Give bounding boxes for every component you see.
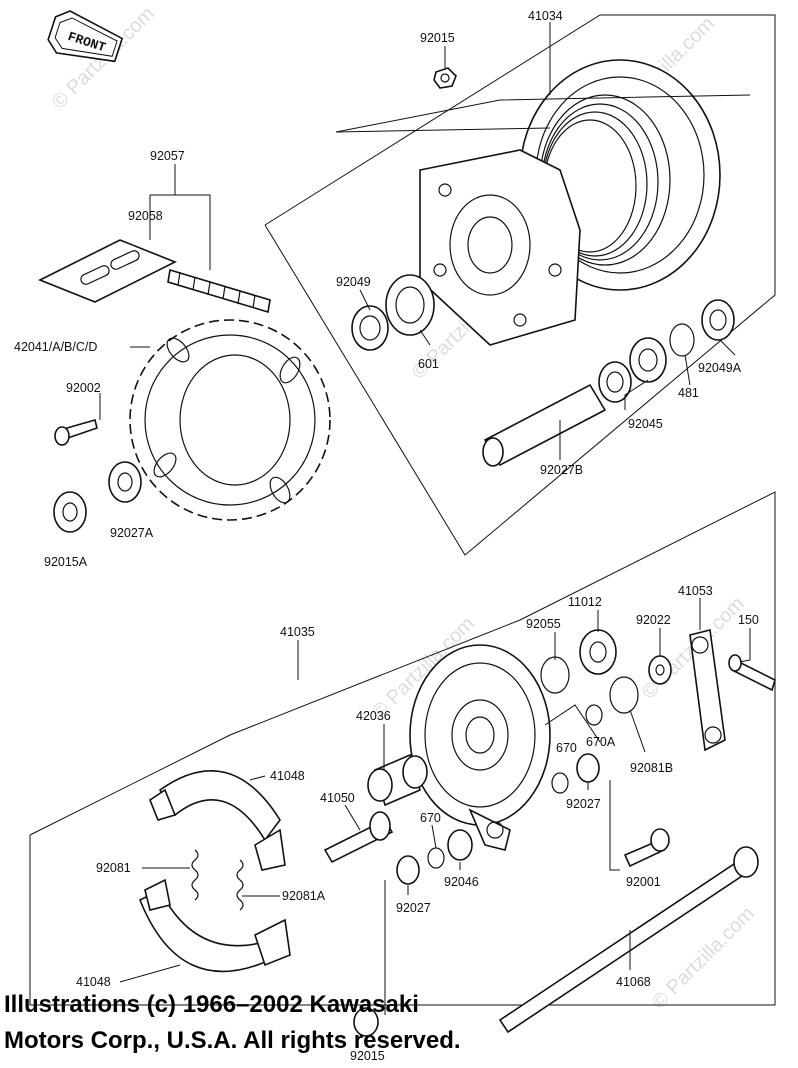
label-92015: 92015 [420, 31, 455, 45]
label-92081b: 92081B [630, 761, 673, 775]
label-92045: 92045 [628, 417, 663, 431]
label-42036: 42036 [356, 709, 391, 723]
label-481: 481 [678, 386, 699, 400]
label-42041: 42041/A/B/C/D [14, 340, 97, 354]
collar-92027a [108, 461, 142, 503]
brake-shoe-upper [149, 769, 286, 871]
bearing-92045 [598, 337, 667, 403]
label-92046: 92046 [444, 875, 479, 889]
collar-92027-mid [576, 753, 600, 783]
label-150: 150 [738, 613, 759, 627]
brake-shoe-lower [138, 878, 291, 973]
label-41050: 41050 [320, 791, 355, 805]
label-92049: 92049 [336, 275, 371, 289]
front-arrow: FRONT [47, 10, 124, 63]
label-670: 670 [556, 741, 577, 755]
rear-axle [498, 846, 759, 1034]
label-92027a: 92027A [110, 526, 154, 540]
label-92081a: 92081A [282, 889, 326, 903]
master-link [38, 239, 177, 303]
label-11012: 11012 [568, 595, 602, 609]
label-601: 601 [418, 357, 439, 371]
washer-92022 [648, 655, 672, 685]
label-92081: 92081 [96, 861, 131, 875]
label-92057: 92057 [150, 149, 185, 163]
spring-92081a [236, 859, 244, 911]
label-92055: 92055 [526, 617, 561, 631]
label-670a: 670A [586, 735, 616, 749]
label-41048-bottom: 41048 [76, 975, 111, 989]
drive-chain [167, 268, 271, 314]
label-92015a: 92015A [44, 555, 88, 569]
label-92001: 92001 [626, 875, 661, 889]
wear-indicator-41050 [323, 811, 394, 864]
collar-92027-low [396, 855, 420, 885]
part-labels: 41034 92015 92057 92058 42041/A/B/C/D 92… [14, 9, 759, 1063]
lower-group-frame [29, 491, 776, 1006]
label-92027-mid: 92027 [566, 797, 601, 811]
rear-wheel-hub [419, 59, 721, 346]
label-670-low: 670 [420, 811, 441, 825]
copyright-notice: Illustrations (c) 1966–2002 Kawasaki Mot… [4, 991, 461, 1054]
label-92002: 92002 [66, 381, 101, 395]
label-92027-low: 92027 [396, 901, 431, 915]
o-ring-670a [585, 704, 603, 726]
copyright-line-1: Illustrations (c) 1966–2002 Kawasaki [4, 991, 419, 1018]
leader-lines [99, 22, 751, 1015]
brake-cam [367, 753, 428, 807]
upper-group-frame [264, 14, 776, 556]
collar-92046 [447, 829, 473, 861]
o-ring-670 [551, 772, 569, 794]
circlip-481 [669, 323, 695, 357]
brake-cam-lever [689, 629, 726, 752]
oil-seal-92049a [701, 299, 735, 341]
label-92049a: 92049A [698, 361, 742, 375]
ring-92055 [540, 656, 570, 694]
label-92015-bottom: 92015 [350, 1049, 385, 1063]
bolt-92001 [623, 828, 670, 868]
spring-92081 [191, 849, 199, 901]
copyright-line-2: Motors Corp., U.S.A. All rights reserved… [4, 1027, 461, 1054]
label-41035: 41035 [280, 625, 315, 639]
label-41034: 41034 [528, 9, 563, 23]
nut-92015 [433, 67, 457, 89]
spring-92081b [609, 676, 639, 714]
label-41068: 41068 [616, 975, 651, 989]
label-92022: 92022 [636, 613, 671, 627]
bolt-150 [728, 654, 776, 692]
label-92027b: 92027B [540, 463, 583, 477]
rear-sprocket [129, 319, 331, 521]
label-41048-top: 41048 [270, 769, 305, 783]
label-92058: 92058 [128, 209, 163, 223]
bearing-601 [385, 274, 435, 336]
nut-92015-bottom [353, 1007, 379, 1037]
o-ring-670-low [427, 847, 445, 869]
nut-92015a [53, 491, 87, 533]
brake-panel [409, 644, 551, 851]
label-41053: 41053 [678, 584, 713, 598]
seal-11012 [579, 629, 617, 675]
bolt-92002 [54, 419, 98, 446]
spacer-92027b [482, 383, 607, 467]
oil-seal-92049 [351, 305, 389, 351]
